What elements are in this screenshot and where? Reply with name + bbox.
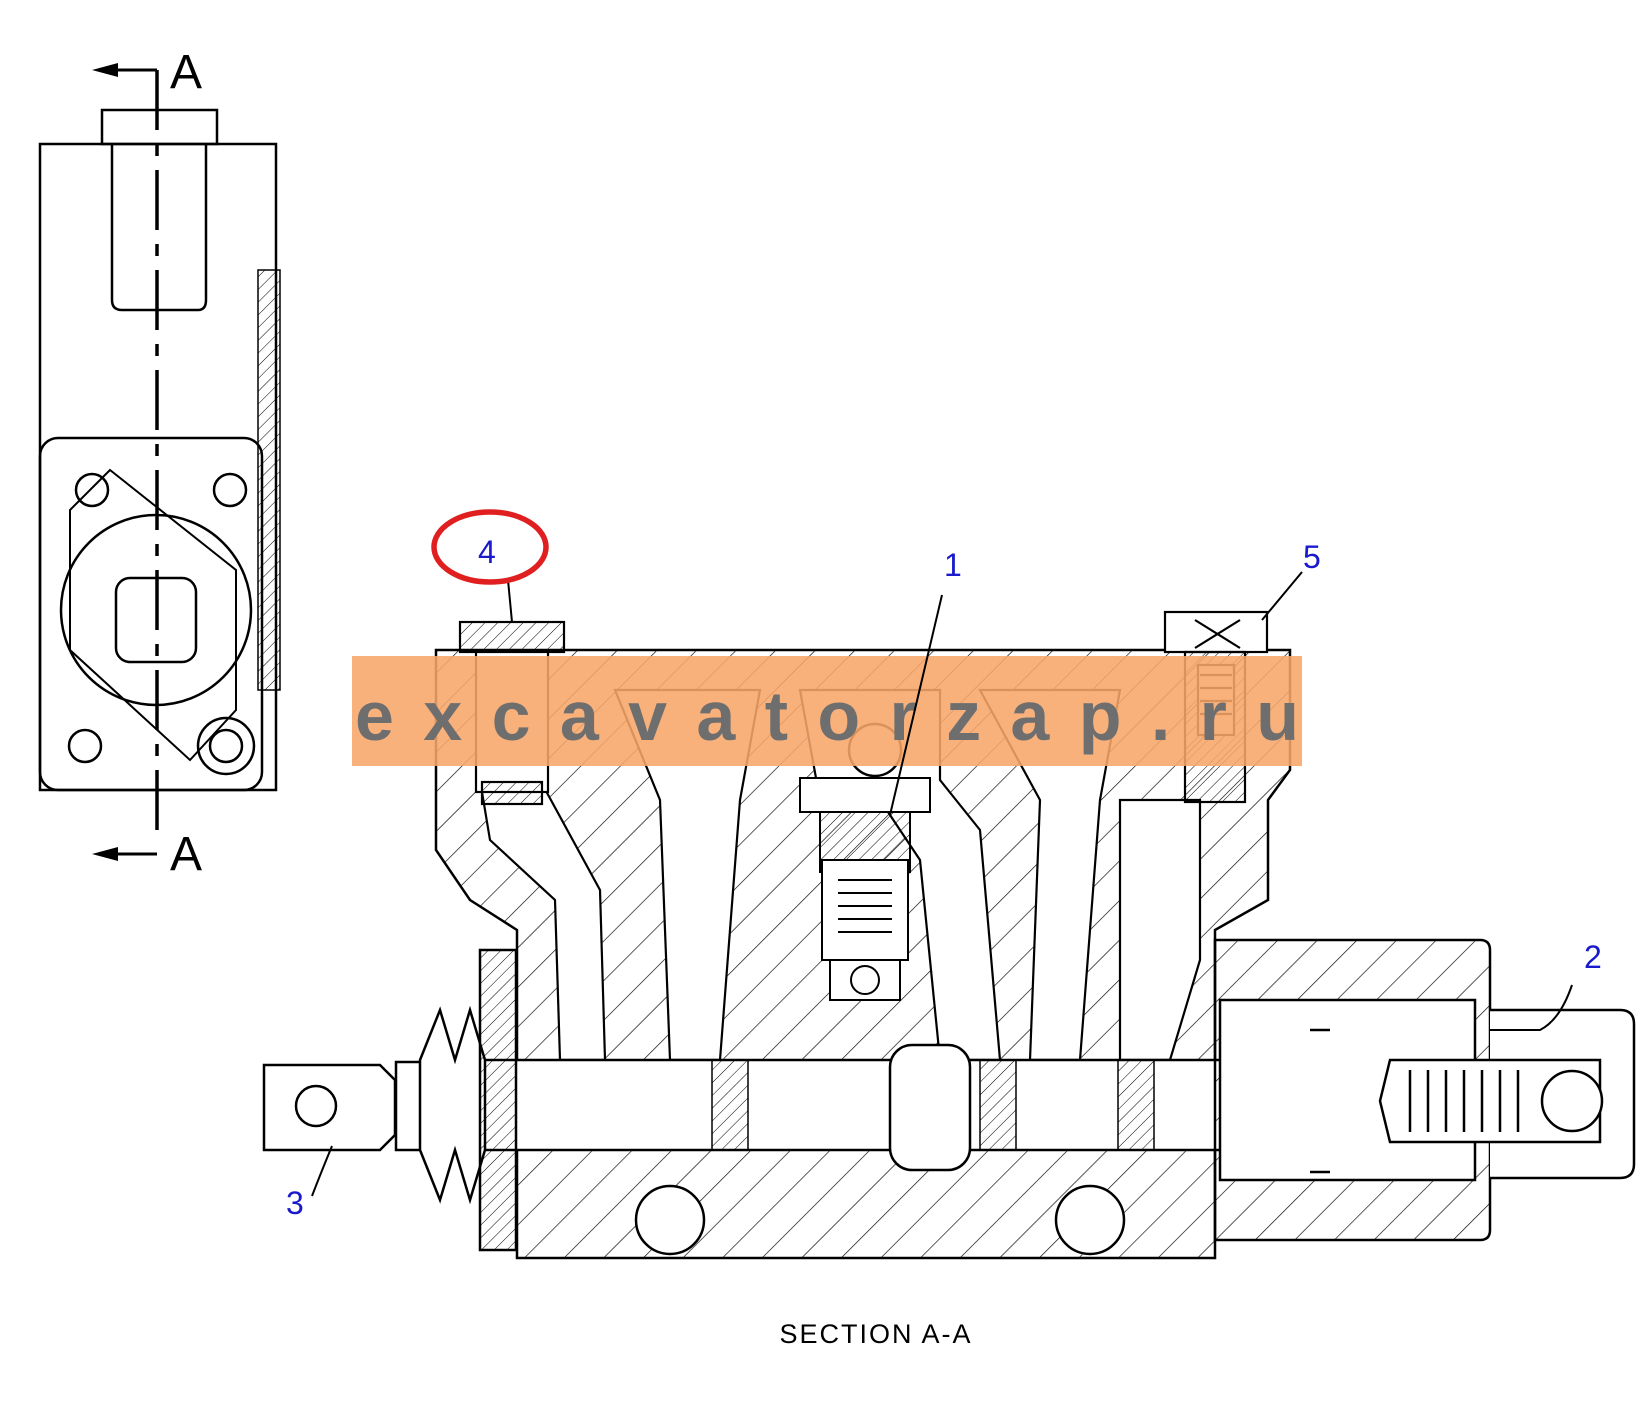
boot-seal [418, 1005, 487, 1205]
relief-valve-hex-icon [1194, 619, 1241, 649]
leader-2 [1490, 984, 1573, 1031]
plug-4-oring [480, 780, 544, 806]
end-view-stem [100, 108, 219, 146]
spring-cap-2 [1213, 938, 1636, 1242]
spring-icon [838, 879, 892, 933]
end-view-bolt [212, 472, 248, 508]
spool-collar [888, 1043, 972, 1172]
spool-clevis-3 [262, 948, 518, 1252]
arrowhead-icon [92, 63, 118, 77]
spring-cap-ball [1540, 1069, 1604, 1133]
end-view-bolt-ring [196, 716, 256, 776]
plug-4-head [458, 620, 566, 654]
spool [438, 722, 1312, 1256]
section-caption: SECTION A-A [779, 1319, 972, 1349]
end-view-bolt [74, 472, 110, 508]
section-marker-bottom: A [170, 828, 202, 881]
end-view [38, 63, 281, 861]
check-valve [799, 777, 931, 1001]
spring-icon [1408, 1070, 1520, 1132]
leader-4 [507, 579, 513, 623]
end-view-bolt [67, 728, 103, 764]
section-view [262, 610, 1636, 1260]
end-view-flange [69, 468, 237, 762]
spool-rod [438, 1058, 1312, 1152]
callout-2: 2 [1584, 939, 1602, 975]
leader-1 [889, 594, 943, 816]
spool-land [979, 1059, 1017, 1151]
leader-3 [311, 1145, 333, 1197]
spool-land [1117, 1059, 1155, 1151]
body-port [634, 1184, 706, 1256]
watermark: excavatorzap.ru [352, 656, 1302, 766]
callout-4: 4 [478, 534, 496, 570]
watermark-band [352, 656, 1302, 766]
spring-cap-inner [1378, 1058, 1602, 1144]
callouts [311, 509, 1573, 1197]
arrowhead-icon [92, 847, 118, 861]
check-valve-housing [821, 859, 909, 961]
end-view-cover [38, 436, 264, 792]
clevis-pin-hole [294, 1084, 338, 1128]
leader-5 [1261, 571, 1303, 621]
highlight-ring [431, 509, 549, 585]
callout-3: 3 [286, 1185, 304, 1221]
spool-land [711, 1059, 749, 1151]
end-view-slot [110, 144, 208, 312]
body-port [1054, 1184, 1126, 1256]
callout-1: 1 [944, 547, 962, 583]
check-valve-ball [850, 965, 880, 995]
spring-cap-seal [1310, 1028, 1330, 1174]
section-marker-top: A [170, 46, 202, 99]
end-view-bolt [208, 728, 244, 764]
seal-retainer [478, 948, 518, 1252]
end-view-hatch [257, 269, 281, 691]
callout-5: 5 [1303, 539, 1321, 575]
watermark-text: excavatorzap.ru [355, 677, 1299, 755]
check-valve-cap [799, 777, 931, 813]
